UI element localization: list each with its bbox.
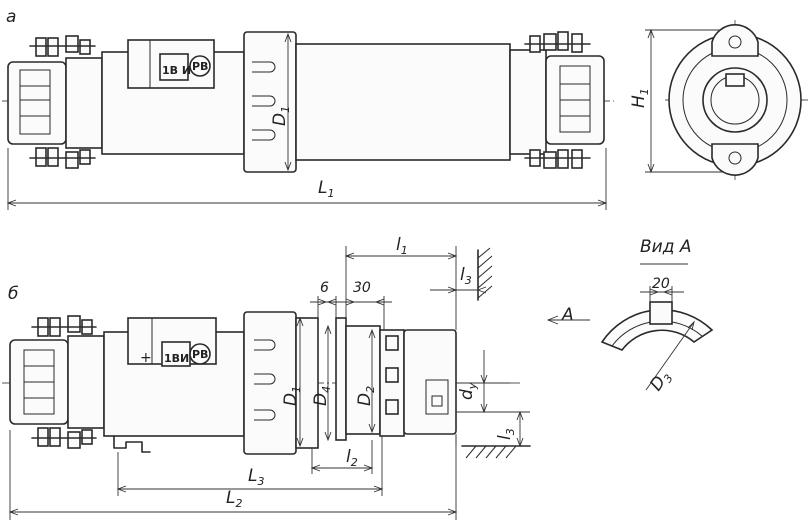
view-a-h1-label: H1 <box>629 88 651 108</box>
view-b-L2-label: L2 <box>226 488 242 510</box>
view-b-spigot <box>345 325 381 435</box>
view-b-nameplate-bottom: 1ВИ <box>164 352 189 365</box>
view-a-nameplate-mark <box>189 55 211 77</box>
view-a-detail-d3-label: D3 <box>646 367 676 396</box>
view-b-d4-label: D4 <box>311 386 333 406</box>
view-a-d1-label: D1 <box>270 106 292 126</box>
view-a-end: H1 <box>629 20 808 180</box>
view-a-detail: A Вид А 20 D3 <box>546 237 714 396</box>
view-b-hook <box>113 435 151 453</box>
view-a-detail-key <box>649 301 673 325</box>
view-b: б + РВ 1ВИ <box>2 235 531 520</box>
view-a-end-lug-bottom <box>711 143 759 176</box>
view-a-nameplate-bottom: 1В И <box>162 64 191 77</box>
view-a-left-cap-window <box>19 69 51 135</box>
view-b-l3-top-label: l3 <box>460 265 472 287</box>
view-a-ring-slots <box>252 61 276 141</box>
view-b-d2-label: D2 <box>355 386 377 406</box>
view-b-l3-bottom-label: l3 <box>495 428 517 440</box>
view-a-end-inner <box>702 67 768 133</box>
view-a-left-cap <box>7 61 67 145</box>
view-b-collar-d4 <box>295 317 319 449</box>
view-b-l2-label: l2 <box>346 447 358 469</box>
view-b-marker: б <box>8 284 18 304</box>
view-b-d1-label: D1 <box>281 386 303 406</box>
view-a-tube <box>295 43 511 161</box>
view-a-end-key <box>725 73 745 87</box>
view-b-L3-label: L3 <box>248 466 264 488</box>
view-b-dim-30: 30 <box>353 280 371 296</box>
view-a-right-flange <box>509 49 547 155</box>
view-b-dim-6: 6 <box>320 280 329 296</box>
view-b-left-bolts <box>31 315 97 449</box>
view-a-side: a РВ 1В И <box>2 7 614 210</box>
view-b-l1-label: l1 <box>396 235 408 257</box>
view-b-left-flange <box>67 335 105 429</box>
view-a-nameplate <box>159 53 189 81</box>
view-b-floor-hatch <box>465 445 517 459</box>
view-a-right-cap-window <box>559 65 591 133</box>
view-a-detail-dim-20: 20 <box>652 276 670 292</box>
view-b-flange-d2 <box>335 317 347 441</box>
view-b-junction-box <box>403 329 457 435</box>
svg-text:+: + <box>140 350 152 366</box>
view-a-right-bolts <box>524 31 591 169</box>
view-a-end-lug-top <box>711 24 759 57</box>
view-a-marker: a <box>6 7 16 27</box>
view-a-l1-label: L1 <box>318 178 334 200</box>
view-a-detail-arc <box>600 309 714 351</box>
view-b-ring-housing <box>243 311 297 455</box>
view-b-dy-label: dy <box>457 382 479 400</box>
view-a-detail-d3-dimension-line <box>645 321 695 391</box>
view-a-arrow-label: A <box>561 305 574 325</box>
view-a-nameplate-top: РВ <box>192 60 208 73</box>
view-b-wall-top-hatch <box>477 247 493 299</box>
view-b-nameplate-top: РВ <box>192 348 208 361</box>
view-a-left-flange <box>65 57 103 149</box>
view-b-nameplate-mark <box>189 343 211 365</box>
view-a-detail-title: Вид А <box>640 237 692 257</box>
view-b-ring-slots <box>254 339 276 421</box>
view-a-left-bolts <box>29 35 96 169</box>
